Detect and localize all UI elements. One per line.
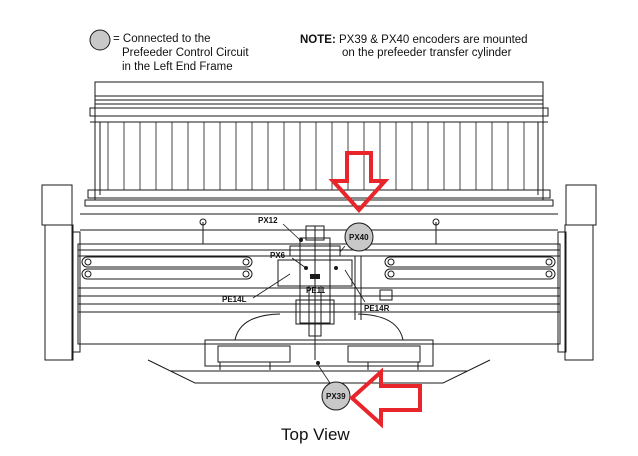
px39-encoder-circle-icon [321, 381, 351, 411]
leader-lines [252, 223, 366, 384]
diagram-caption: Top View [281, 425, 350, 444]
note-prefix: NOTE: [300, 34, 336, 46]
label-px12: PX12 [258, 216, 278, 225]
machine-outline [41, 81, 597, 384]
legend-line-2: Prefeeder Control Circuit [122, 47, 249, 59]
red-arrow-icon-down [328, 151, 390, 213]
legend-line-3: in the Left End Frame [122, 61, 233, 73]
label-px40: PX40 [349, 233, 369, 242]
px40-encoder-circle-icon [344, 222, 374, 252]
legend-line-1: = Connected to the [113, 33, 211, 45]
note-line-2: on the prefeeder transfer cylinder [342, 47, 512, 59]
label-pe11: PE11 [306, 286, 326, 295]
note-line-1: NOTE: PX39 & PX40 encoders are mounted [300, 34, 528, 47]
red-arrow-icon-left [349, 367, 422, 429]
note-text-1: PX39 & PX40 encoders are mounted [338, 34, 528, 46]
label-pe14r: PE14R [364, 304, 390, 313]
label-px39: PX39 [326, 392, 346, 401]
label-pe14l: PE14L [222, 295, 247, 304]
legend-gray-circle-icon [89, 29, 111, 51]
label-px6: PX6 [270, 251, 286, 260]
sensor-markers [299, 238, 338, 365]
